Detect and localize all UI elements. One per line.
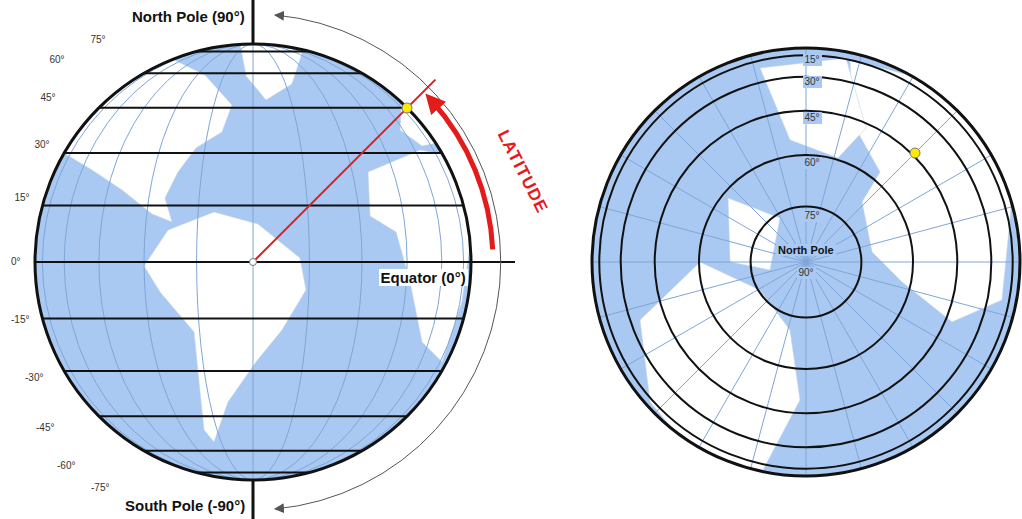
latitude-label: 15° [803,54,822,66]
latitude-label: -45° [36,422,54,434]
latitude-label: 60° [803,157,822,169]
equator-line [35,261,515,263]
meridian-lines [592,48,1020,476]
range-arc [275,15,501,509]
radius-line [253,80,435,262]
latitude-label: 30° [35,139,50,151]
globe-outline [592,48,1020,476]
latitude-label: -60° [57,460,75,472]
pole-label: North Pole (90°) [132,8,245,25]
polar-axis [252,0,255,44]
latitude-label: 75° [91,34,106,46]
latitude-label: 75° [803,210,822,222]
latitude-title: LATITUDE [493,127,552,217]
latitude-arc [432,101,493,249]
globe-water [592,48,1020,476]
latitude-label: -75° [91,482,109,494]
polar-axis [252,480,255,519]
latitude-label: 90° [797,267,816,279]
latitude-label: 60° [50,54,65,66]
equator-label: Equator (0°) [379,269,468,286]
latitude-label: 45° [803,112,822,124]
latitude-label: 0° [11,256,21,268]
location-dot [402,103,412,113]
pole-label: North Pole [776,244,836,257]
latitude-label: 15° [15,192,30,204]
globe-outline [35,44,471,480]
latitude-label: 30° [803,76,822,88]
latitude-circles [599,55,1012,468]
latitude-label: -30° [25,372,43,384]
latitude-label: 45° [41,92,56,104]
latitude-label: -15° [11,314,29,326]
pole-label: South Pole (-90°) [125,497,245,514]
location-dot [910,148,920,158]
center-dot [250,259,257,266]
